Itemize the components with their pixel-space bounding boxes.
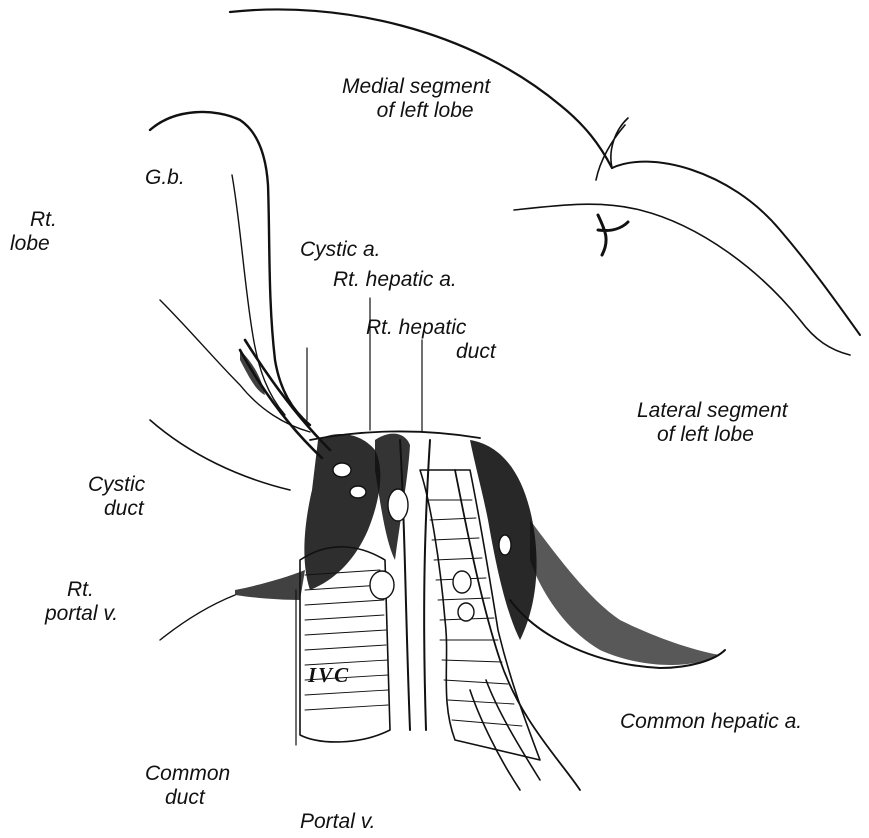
label-rt-hepatic-duct-line2: duct [366,340,496,364]
label-medial-segment-line1: Medial segment [342,75,490,99]
label-rt-portal-vein-line1: Rt. [45,578,118,602]
rt-lobe-contour [150,420,290,490]
label-rt-hepatic-artery: Rt. hepatic a. [333,268,457,292]
label-gallbladder: G.b. [145,166,185,190]
label-common-hepatic-artery: Common hepatic a. [620,710,802,734]
label-rt-lobe: Rt. lobe [10,208,57,256]
rt-lobe-lower-contour [160,595,235,640]
left-lobe-lower-edge [514,204,850,355]
gallbladder-left-edge [160,300,310,432]
gallbladder-outline [150,112,310,425]
label-ivc: IVC [308,663,350,687]
label-rt-hepatic-duct: Rt. hepatic duct [366,316,496,364]
ligamentum-teres [598,215,628,255]
label-rt-portal-vein: Rt. portal v. [45,578,118,626]
label-portal-vein: Portal v. [300,810,375,834]
label-lateral-segment-line1: Lateral segment [637,399,788,423]
label-lateral-segment-line2: of left lobe [637,423,788,447]
label-cystic-duct: Cystic duct [88,473,145,521]
label-lateral-segment: Lateral segment of left lobe [637,399,788,447]
label-cystic-artery: Cystic a. [300,238,381,262]
label-rt-portal-vein-line2: portal v. [45,602,118,626]
label-cystic-duct-line1: Cystic [88,473,145,497]
label-rt-hepatic-duct-line1: Rt. hepatic [366,316,496,340]
label-medial-segment: Medial segment of left lobe [342,75,490,123]
label-rt-lobe-line1: Rt. [10,208,57,232]
label-cystic-duct-line2: duct [88,497,145,521]
label-common-duct-line1: Common [145,762,230,786]
label-medial-segment-line2: of left lobe [342,99,490,123]
label-rt-lobe-line2: lobe [10,232,57,256]
label-common-duct: Common duct [145,762,230,810]
label-common-duct-line2: duct [145,786,230,810]
left-lobe-upper-edge [612,162,860,335]
